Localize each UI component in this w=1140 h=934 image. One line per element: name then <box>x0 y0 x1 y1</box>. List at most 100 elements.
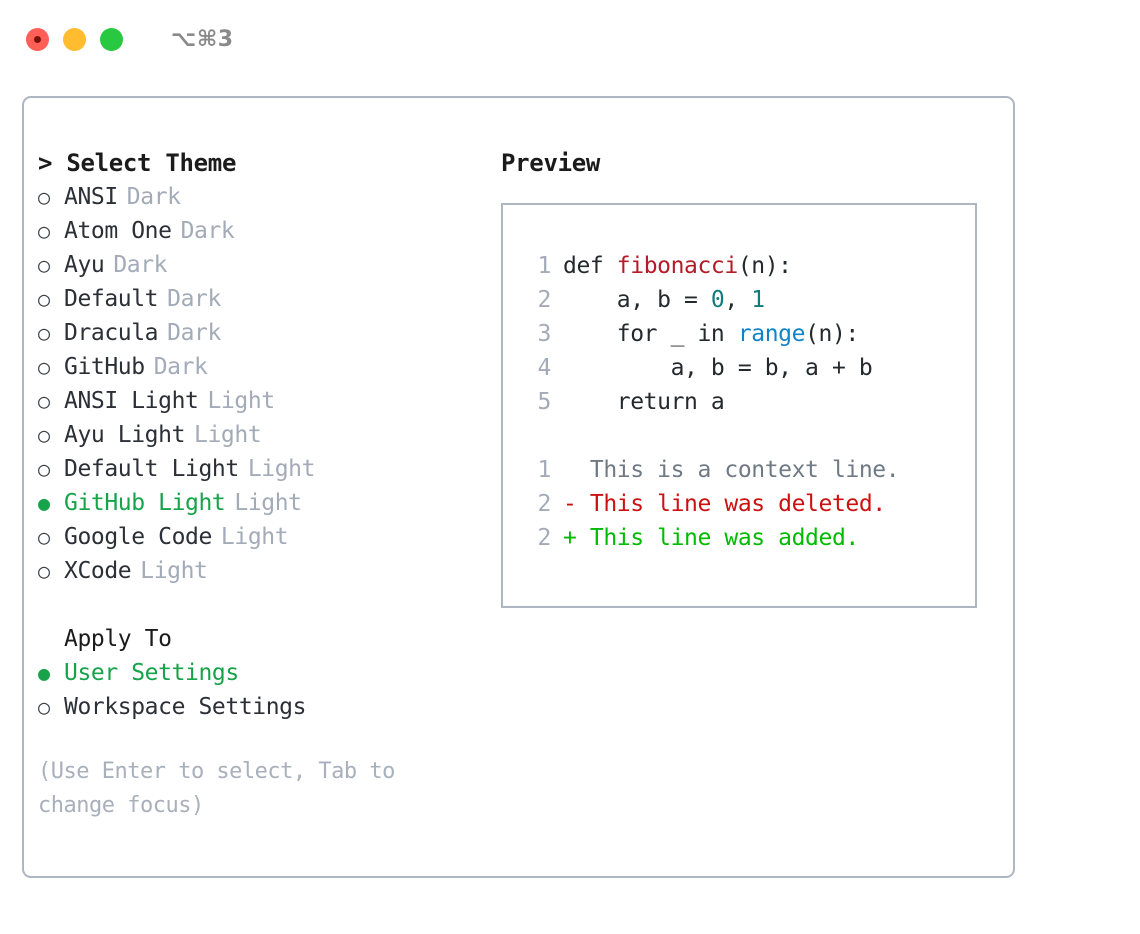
theme-option-ansi-light[interactable]: ○ ANSI Light Light <box>38 384 468 418</box>
theme-option-label: ANSI Light <box>64 388 199 414</box>
line-number: 1 <box>537 457 552 483</box>
theme-option-variant: Light <box>247 456 316 482</box>
theme-option-label: Ayu Light <box>64 422 186 448</box>
radio-selected-icon: ● <box>38 491 50 515</box>
theme-option-variant: Light <box>207 388 275 414</box>
keyboard-shortcut-label: ⌥⌘3 <box>171 26 234 52</box>
code-token-fn: fibonacci <box>616 253 738 279</box>
theme-option-variant: Dark <box>126 184 181 210</box>
line-number: 2 <box>537 525 552 551</box>
theme-option-variant: Light <box>194 422 262 448</box>
theme-option-atom-one[interactable]: ○ Atom One Dark <box>38 214 468 248</box>
code-line: 4 a, b = b, a + b <box>521 351 975 385</box>
theme-option-label: Ayu <box>64 252 105 278</box>
code-token-num: 1 <box>751 287 765 313</box>
apply-to-option-user-settings[interactable]: ●User Settings <box>38 656 468 690</box>
diff-line-context: 1 This is a context line. <box>521 453 975 487</box>
radio-unselected-icon: ○ <box>38 219 50 243</box>
code-token-plain: def <box>563 253 617 279</box>
code-line: 3 for _ in range(n): <box>521 317 975 351</box>
theme-option-variant: Dark <box>167 286 221 312</box>
minimize-window-button[interactable] <box>63 27 86 51</box>
theme-option-label: Atom One <box>64 218 172 244</box>
theme-option-label: XCode <box>64 558 132 584</box>
select-theme-heading: > Select Theme <box>38 146 468 180</box>
radio-unselected-icon: ○ <box>38 559 50 583</box>
theme-option-variant: Light <box>140 558 208 584</box>
apply-to-list: ●User Settings ○ Workspace Settings <box>38 656 468 724</box>
line-number: 2 <box>537 287 552 313</box>
keyboard-hint-text: (Use Enter to select, Tab to change focu… <box>38 759 395 818</box>
diff-marker: + <box>563 525 590 551</box>
code-token-num: 0 <box>710 287 725 313</box>
theme-option-xcode[interactable]: ○ XCode Light <box>38 554 468 588</box>
diff-text: This line was added. <box>589 525 859 551</box>
line-number: 3 <box>537 321 552 347</box>
code-token-plain: a, b = <box>563 287 711 313</box>
apply-to-heading: Apply To <box>64 626 172 652</box>
diff-marker <box>563 453 590 487</box>
code-line-content: return a <box>563 385 725 419</box>
window-controls <box>26 27 123 51</box>
theme-option-label: Dracula <box>64 320 159 346</box>
line-number: 2 <box>537 491 552 517</box>
apply-to-option-label: User Settings <box>64 660 239 686</box>
theme-option-default[interactable]: ○ Default Dark <box>38 282 468 316</box>
code-token-plain: for _ in <box>563 321 738 347</box>
diff-sample: 1 This is a context line. 2- This line wa… <box>521 453 975 555</box>
theme-option-label: Default Light <box>64 456 239 482</box>
select-theme-title: Select Theme <box>66 149 237 177</box>
theme-option-variant: Dark <box>180 218 235 244</box>
diff-marker: - <box>563 491 590 517</box>
radio-unselected-icon: ○ <box>38 389 50 413</box>
preview-heading: Preview <box>501 149 601 177</box>
list-spacer <box>38 588 468 622</box>
prompt-caret-icon: > <box>38 149 67 177</box>
radio-unselected-icon: ○ <box>38 695 50 719</box>
code-line: 5 return a <box>521 385 975 419</box>
diff-text: This is a context line. <box>589 457 900 483</box>
code-line-content: def fibonacci(n): <box>563 249 792 283</box>
apply-to-option-workspace-settings[interactable]: ○ Workspace Settings <box>38 690 468 724</box>
radio-unselected-icon: ○ <box>38 321 50 345</box>
zoom-window-button[interactable] <box>100 27 123 51</box>
code-token-plain: a, b = b, a + b <box>563 355 873 381</box>
code-line-content: for _ in range(n): <box>563 317 859 351</box>
code-token-plain: , <box>724 287 752 313</box>
diff-text: This line was deleted. <box>589 491 886 517</box>
apply-to-option-label: Workspace Settings <box>64 694 307 720</box>
theme-option-label: Google Code <box>64 524 212 550</box>
theme-option-label: Default <box>64 286 159 312</box>
theme-option-variant: Dark <box>113 252 168 278</box>
code-line: 2 a, b = 0, 1 <box>521 283 975 317</box>
code-token-plain: return a <box>563 389 725 415</box>
code-line-content: a, b = b, a + b <box>563 351 873 385</box>
close-window-button[interactable] <box>26 27 49 51</box>
code-token-plain: (n): <box>805 321 859 347</box>
radio-unselected-icon: ○ <box>38 525 50 549</box>
code-token-call: range <box>737 321 806 347</box>
theme-option-label: GitHub <box>64 354 145 380</box>
theme-option-variant: Light <box>234 490 302 516</box>
radio-unselected-icon: ○ <box>38 457 50 481</box>
theme-option-default-light[interactable]: ○ Default Light Light <box>38 452 468 486</box>
code-token-plain: (n): <box>737 253 792 279</box>
radio-unselected-icon: ○ <box>38 355 50 379</box>
radio-unselected-icon: ○ <box>38 287 50 311</box>
hint-spacer <box>38 724 468 755</box>
